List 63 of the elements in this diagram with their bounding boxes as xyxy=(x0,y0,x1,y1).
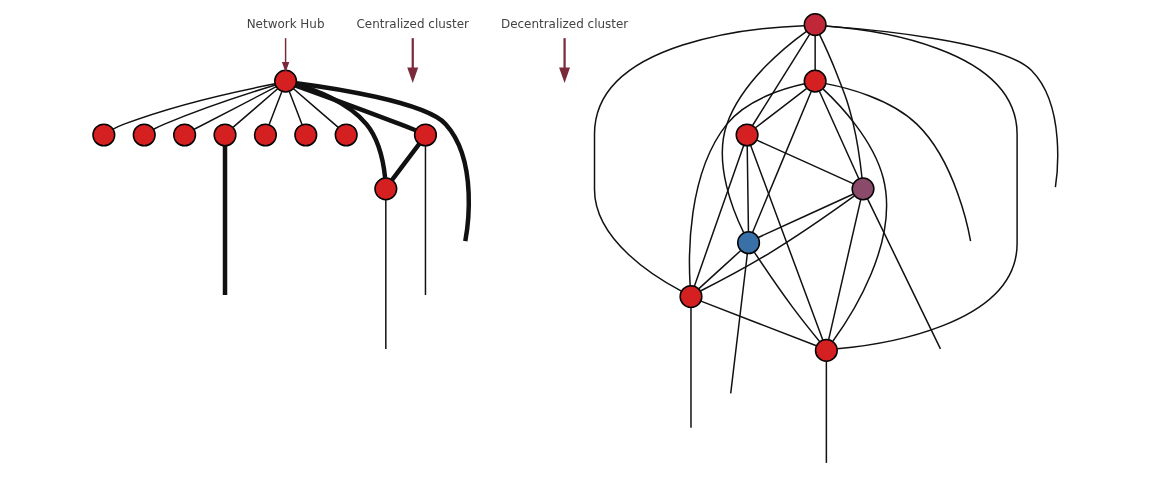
node-text: Centralized cluster xyxy=(356,16,469,31)
connector xyxy=(827,198,862,341)
connector xyxy=(294,83,417,133)
node-circle xyxy=(132,123,156,147)
arrow xyxy=(281,37,290,73)
arrow xyxy=(407,38,419,84)
connector xyxy=(756,139,854,185)
connector xyxy=(112,83,276,130)
connector xyxy=(753,251,821,343)
connector xyxy=(825,25,1059,188)
connector xyxy=(746,145,750,233)
node-text: Decentralized cluster xyxy=(500,16,629,31)
connector xyxy=(700,300,818,347)
connector xyxy=(288,90,303,126)
node-circle xyxy=(213,123,237,147)
connector xyxy=(751,90,812,234)
connector xyxy=(818,33,863,179)
connector xyxy=(754,87,808,129)
node-circle xyxy=(803,13,827,37)
connector xyxy=(697,249,742,290)
connector xyxy=(152,84,277,130)
connector xyxy=(296,80,471,242)
connector xyxy=(268,90,283,126)
node-circle xyxy=(253,123,277,147)
node-circle xyxy=(92,123,116,147)
connector xyxy=(699,195,856,292)
connector xyxy=(385,199,387,350)
node-circle xyxy=(334,123,358,147)
node-circle xyxy=(173,123,197,147)
node-circle xyxy=(735,123,759,147)
node-circle xyxy=(803,69,827,93)
connector xyxy=(814,35,816,72)
connector xyxy=(390,142,422,182)
connector xyxy=(729,252,749,395)
node-circle xyxy=(814,338,838,362)
connector xyxy=(688,83,806,287)
connector xyxy=(757,193,855,239)
node-circle xyxy=(679,284,703,309)
connector xyxy=(822,88,888,342)
connector xyxy=(232,87,279,129)
connector xyxy=(818,90,860,180)
node-circle xyxy=(294,123,318,147)
node-circle xyxy=(413,123,438,147)
connector xyxy=(222,146,228,296)
connector xyxy=(751,33,811,127)
connector xyxy=(825,82,972,242)
connector xyxy=(721,30,808,234)
connector xyxy=(866,198,942,350)
connector xyxy=(424,145,427,296)
connector xyxy=(825,360,828,464)
node-circle xyxy=(851,177,875,201)
connector xyxy=(690,306,692,429)
node-circle xyxy=(374,177,398,201)
connector xyxy=(693,144,745,287)
connector xyxy=(749,144,824,341)
node-text: Network Hub xyxy=(246,16,325,31)
arrow xyxy=(559,38,571,84)
node-circle xyxy=(274,69,298,93)
connector xyxy=(825,25,1018,350)
connector xyxy=(193,85,277,130)
node-circle xyxy=(737,231,761,255)
connector xyxy=(292,87,339,129)
connector xyxy=(593,24,805,292)
